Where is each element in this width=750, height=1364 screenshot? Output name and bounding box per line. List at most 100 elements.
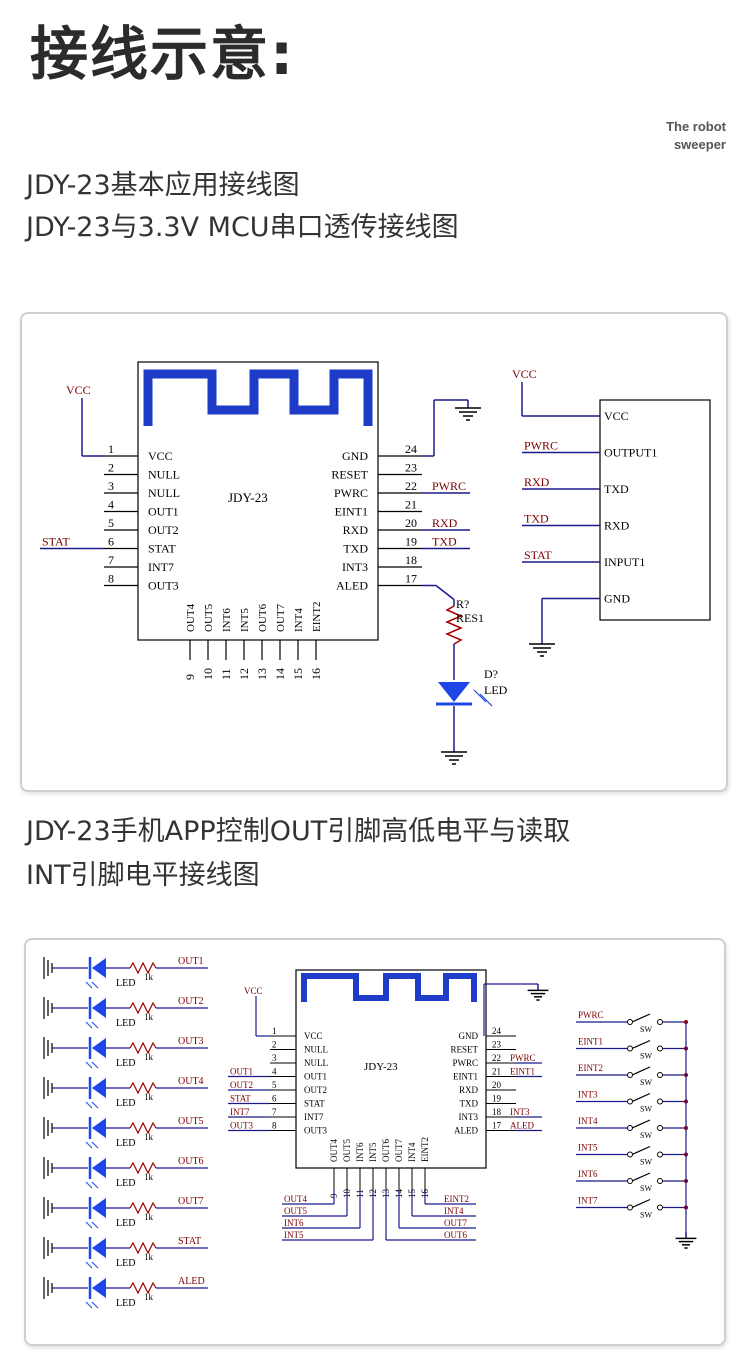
switch-contact [627, 1098, 633, 1105]
brand-tag: The robot sweeper [666, 118, 726, 154]
switch-net-label: INT3 [578, 1090, 598, 1100]
bottom-pin-name: OUT6 [381, 1139, 391, 1162]
antenna-icon [301, 973, 477, 1002]
resistor-icon [129, 1041, 157, 1055]
led-icon [92, 958, 106, 978]
left-pin-name: STAT [304, 1099, 325, 1109]
led-icon [92, 998, 106, 1018]
led-icon [92, 1038, 106, 1058]
right-pin-name: GND [459, 1031, 479, 1041]
resistor-value: 1k [144, 1212, 154, 1222]
left-pin-name: VCC [148, 449, 173, 463]
left-pin-number: 1 [272, 1026, 277, 1036]
right-pin-name: TXD [460, 1099, 479, 1109]
left-pin-number: 1 [108, 442, 114, 456]
led-ray [91, 1301, 99, 1309]
switch-lever [631, 1066, 651, 1076]
switch-contact [657, 1125, 663, 1131]
led-ray [91, 1021, 99, 1029]
left-pin-number: 3 [272, 1053, 277, 1063]
resistor-icon [129, 1121, 157, 1135]
bottom-pin-name: OUT7 [394, 1139, 404, 1162]
led-ray [91, 981, 99, 989]
left-pin-number: 6 [272, 1094, 277, 1104]
mcu-body [599, 399, 711, 621]
switch-contact [627, 1151, 633, 1158]
right-pin-number: 20 [405, 516, 417, 530]
led-text: LED [116, 1058, 135, 1069]
led-net-label: OUT1 [178, 956, 204, 967]
right-pin-name: ALED [454, 1126, 478, 1136]
mcu-pin-name: OUTPUT1 [604, 446, 657, 460]
left-pin-number: 2 [272, 1040, 277, 1050]
led-icon [92, 1238, 106, 1258]
switch-lever [631, 1198, 651, 1209]
right-pin-number: 19 [405, 535, 417, 549]
left-pin-number: 8 [108, 572, 114, 586]
resistor-name: RES1 [456, 611, 484, 625]
led-icon [92, 1118, 106, 1138]
led-net-label: OUT3 [178, 1036, 204, 1047]
led-ray [473, 689, 487, 703]
mcu-net-label: RXD [524, 475, 550, 489]
right-net-label: EINT1 [510, 1067, 535, 1077]
led-ray [91, 1101, 99, 1109]
left-net-label: OUT2 [230, 1080, 253, 1090]
led-text: LED [116, 1218, 135, 1229]
right-pin-name: RESET [331, 468, 368, 482]
switch-text: SW [640, 1078, 652, 1087]
left-pin-number: 7 [272, 1107, 277, 1117]
led-name: LED [484, 683, 508, 697]
led-text: LED [116, 978, 135, 989]
switch-net-label: INT7 [578, 1196, 598, 1206]
left-pin-number: 6 [108, 535, 114, 549]
resistor-value: 1k [144, 1172, 154, 1182]
switch-contact [657, 1019, 663, 1025]
switch-contact [657, 1178, 663, 1184]
left-pin-number: 5 [272, 1080, 277, 1090]
led-icon [92, 1078, 106, 1098]
bottom-left-net-label: INT6 [284, 1218, 304, 1228]
bottom-left-net-label: OUT5 [284, 1206, 307, 1216]
mcu-pin-name: INPUT1 [604, 555, 645, 569]
bottom-pin-name: INT4 [293, 608, 305, 632]
mcu-net-label: PWRC [524, 439, 558, 453]
resistor-icon [129, 1281, 157, 1295]
led-net-label: OUT7 [178, 1196, 204, 1207]
left-pin-name: STAT [148, 542, 176, 556]
right-pin-number: 22 [492, 1053, 501, 1063]
led-text: LED [116, 1178, 135, 1189]
mcu-pin-name: RXD [604, 519, 630, 533]
left-pin-number: 2 [108, 461, 114, 475]
resistor-ref: R? [456, 597, 469, 611]
left-pin-name: INT7 [304, 1112, 324, 1122]
left-pin-number: 8 [272, 1121, 277, 1131]
right-pin-name: RXD [459, 1085, 479, 1095]
mcu-pin-name: GND [604, 592, 630, 606]
led-ray [91, 1141, 99, 1149]
right-pin-number: 23 [405, 461, 417, 475]
resistor-icon [129, 961, 157, 975]
led-icon [92, 1278, 106, 1298]
bottom-right-net-label: OUT7 [444, 1218, 467, 1228]
left-pin-name: OUT1 [304, 1072, 327, 1082]
led-ray [91, 1221, 99, 1229]
left-pin-name: NULL [148, 486, 180, 500]
right-pin-name: EINT1 [453, 1072, 478, 1082]
switch-contact [657, 1098, 663, 1105]
switch-lever [631, 1039, 651, 1050]
led-icon [92, 1198, 106, 1218]
bottom-pin-number: 9 [183, 674, 197, 680]
resistor-value: 1k [144, 1252, 154, 1262]
bottom-pin-name: INT6 [355, 1142, 365, 1162]
left-pin-name: NULL [304, 1058, 328, 1068]
resistor-icon [129, 1201, 157, 1215]
switch-text: SW [640, 1131, 652, 1140]
right-net-label: PWRC [510, 1053, 536, 1063]
resistor-value: 1k [144, 1052, 154, 1062]
chip-name: JDY-23 [364, 1061, 398, 1073]
bottom-right-net-label: EINT2 [444, 1194, 469, 1204]
right-net-label: TXD [432, 535, 457, 549]
